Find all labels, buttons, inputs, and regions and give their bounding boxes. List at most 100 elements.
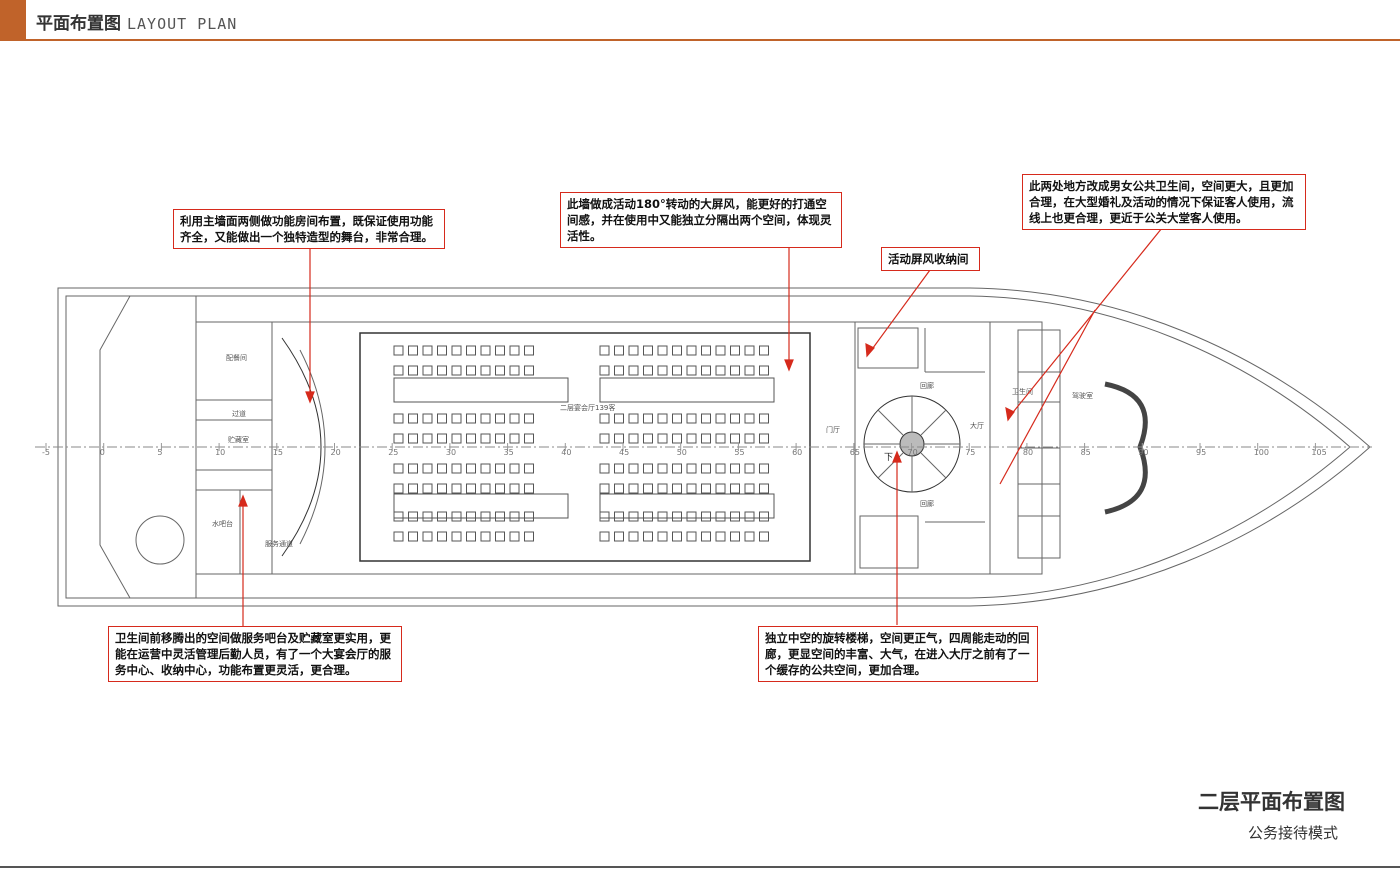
- lift-core: [859, 515, 919, 569]
- leader-stair-arrow: [892, 450, 902, 463]
- seat: [599, 365, 610, 376]
- seat: [599, 463, 610, 474]
- seat: [524, 483, 534, 494]
- seat: [437, 511, 447, 522]
- seat: [686, 365, 697, 376]
- seat: [614, 483, 624, 494]
- callout-storage: 活动屏风收纳间: [881, 247, 980, 271]
- seat: [744, 511, 755, 522]
- room-banquet: 二层宴会厅139客: [560, 403, 615, 412]
- seat: [524, 531, 534, 542]
- seat: [759, 511, 769, 522]
- seat: [614, 433, 624, 444]
- seat: [643, 345, 653, 356]
- callout-screen: 此墙做成活动180°转动的大屏风，能更好的打通空间感，并在使用中又能独立分隔出两…: [560, 192, 842, 248]
- plan-title: 二层平面布置图: [1198, 790, 1345, 814]
- seat: [628, 511, 639, 522]
- banquet-table: [393, 377, 569, 403]
- plan-mode: 公务接待模式: [1247, 824, 1338, 842]
- seat: [509, 483, 520, 494]
- leader-storage-arrow: [865, 342, 875, 358]
- seat: [715, 413, 726, 424]
- callout-stair: 独立中空的旋转楼梯，空间更正气，四周能走动的回廊，更显空间的丰富、大气，在进入大…: [758, 626, 1038, 682]
- seat: [628, 433, 639, 444]
- axis-tick-label: 30: [446, 448, 456, 457]
- seat: [701, 365, 711, 376]
- seat: [701, 413, 711, 424]
- seat: [437, 433, 447, 444]
- seat: [599, 345, 610, 356]
- seat: [480, 511, 491, 522]
- seat: [657, 433, 668, 444]
- leader-bar-arrow: [238, 494, 248, 507]
- axis-tick-label: 40: [561, 448, 571, 457]
- axis-tick-label: 105: [1311, 448, 1326, 457]
- seat: [466, 345, 476, 356]
- seat: [466, 483, 476, 494]
- seat: [730, 433, 740, 444]
- seat: [759, 413, 769, 424]
- seat: [672, 463, 682, 474]
- seat: [759, 531, 769, 542]
- axis-tick-label: 10: [215, 448, 225, 457]
- seat: [495, 413, 505, 424]
- banquet-table: [393, 493, 569, 519]
- seat: [437, 463, 447, 474]
- seat: [614, 463, 624, 474]
- axis-tick-label: 5: [157, 448, 162, 457]
- title-cn: 平面布置图: [36, 14, 121, 34]
- seat: [495, 365, 505, 376]
- seat: [495, 345, 505, 356]
- seat: [480, 531, 491, 542]
- seat: [509, 433, 520, 444]
- seat: [509, 531, 520, 542]
- seat: [701, 433, 711, 444]
- seat: [480, 413, 491, 424]
- seat: [643, 531, 653, 542]
- room-corridor-top: 回廊: [920, 381, 934, 390]
- seat: [524, 463, 534, 474]
- callout-stage: 利用主墙面两侧做功能房间布置，既保证使用功能齐全，又能做出一个独特造型的舞台，非…: [173, 209, 445, 249]
- seat: [422, 531, 433, 542]
- seat: [730, 483, 740, 494]
- seat: [480, 345, 491, 356]
- seat: [614, 365, 624, 376]
- seat: [451, 531, 462, 542]
- header-rule: [26, 39, 1400, 41]
- seat: [451, 413, 462, 424]
- seat: [422, 433, 433, 444]
- seat: [730, 345, 740, 356]
- axis-tick-label: -5: [42, 448, 50, 457]
- seat: [730, 511, 740, 522]
- seat: [599, 511, 610, 522]
- seat: [614, 531, 624, 542]
- seat: [759, 365, 769, 376]
- seat: [701, 483, 711, 494]
- axis-tick-label: 20: [331, 448, 341, 457]
- seat: [509, 511, 520, 522]
- seat: [628, 413, 639, 424]
- room-toilet: 卫生间: [1012, 387, 1033, 396]
- axis-tick-label: 55: [734, 448, 744, 457]
- seat: [701, 511, 711, 522]
- seat: [437, 413, 447, 424]
- axis-tick-label: 65: [850, 448, 860, 457]
- seat: [672, 511, 682, 522]
- leader-screen-arrow: [784, 359, 794, 372]
- seat: [495, 511, 505, 522]
- seat: [451, 345, 462, 356]
- seat: [715, 483, 726, 494]
- toilet-block-bottom: [1017, 447, 1061, 559]
- seat: [686, 345, 697, 356]
- seat: [614, 413, 624, 424]
- seat: [657, 463, 668, 474]
- seat: [715, 365, 726, 376]
- room-lobby: 大厅: [970, 421, 984, 430]
- seat: [643, 413, 653, 424]
- seat: [715, 433, 726, 444]
- seat: [480, 483, 491, 494]
- seat: [672, 413, 682, 424]
- seat: [524, 511, 534, 522]
- seat: [672, 365, 682, 376]
